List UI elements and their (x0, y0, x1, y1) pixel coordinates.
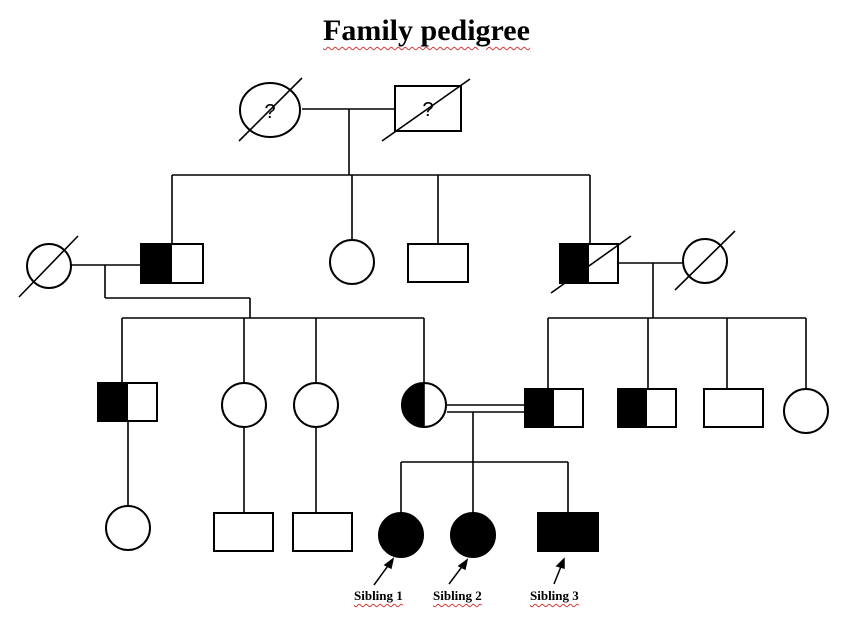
sibling-3-label: Sibling 3 (530, 588, 579, 603)
gen3-female-carrier (401, 382, 447, 428)
gen3-male-carrier (97, 382, 158, 422)
sibling-1-label: Sibling 1 (354, 588, 403, 603)
gen2-female-spouse-deceased (18, 235, 79, 298)
pedigree-title: Family pedigree (323, 14, 530, 47)
sibling-1-affected-female (378, 512, 424, 558)
sibling-2-affected-female (450, 512, 496, 558)
deceased-slash (238, 77, 303, 142)
gen1-female-unknown-deceased: ? (238, 77, 303, 142)
unknown-mark: ? (422, 99, 433, 121)
gen4-male-unaffected (292, 512, 353, 552)
gen3-female-unaffected (783, 388, 829, 434)
gen4-female-unaffected (105, 505, 151, 551)
deceased-slash (674, 230, 736, 291)
gen2-male-carrier (140, 243, 204, 284)
gen2-female-spouse-deceased-right (674, 230, 736, 291)
deceased-slash (550, 235, 632, 294)
deceased-slash (381, 78, 471, 142)
deceased-slash (18, 235, 79, 298)
gen2-male-unaffected (407, 243, 469, 283)
gen3-female-unaffected (221, 382, 267, 428)
proband-arrows (373, 557, 565, 586)
gen3-female-unaffected (293, 382, 339, 428)
sibling-2-label: Sibling 2 (433, 588, 482, 603)
gen1-male-unknown-deceased: ? (381, 78, 471, 142)
unknown-mark: ? (264, 101, 275, 123)
relationship-lines (70, 108, 807, 513)
gen3-male-carrier-spouse (524, 388, 584, 428)
gen3-male-carrier (617, 388, 677, 428)
gen2-female-unaffected (329, 239, 375, 285)
gen3-male-unaffected (703, 388, 764, 428)
sibling-3-affected-male (537, 512, 599, 552)
gen2-male-carrier-deceased (550, 235, 632, 294)
gen4-male-unaffected (213, 512, 274, 552)
